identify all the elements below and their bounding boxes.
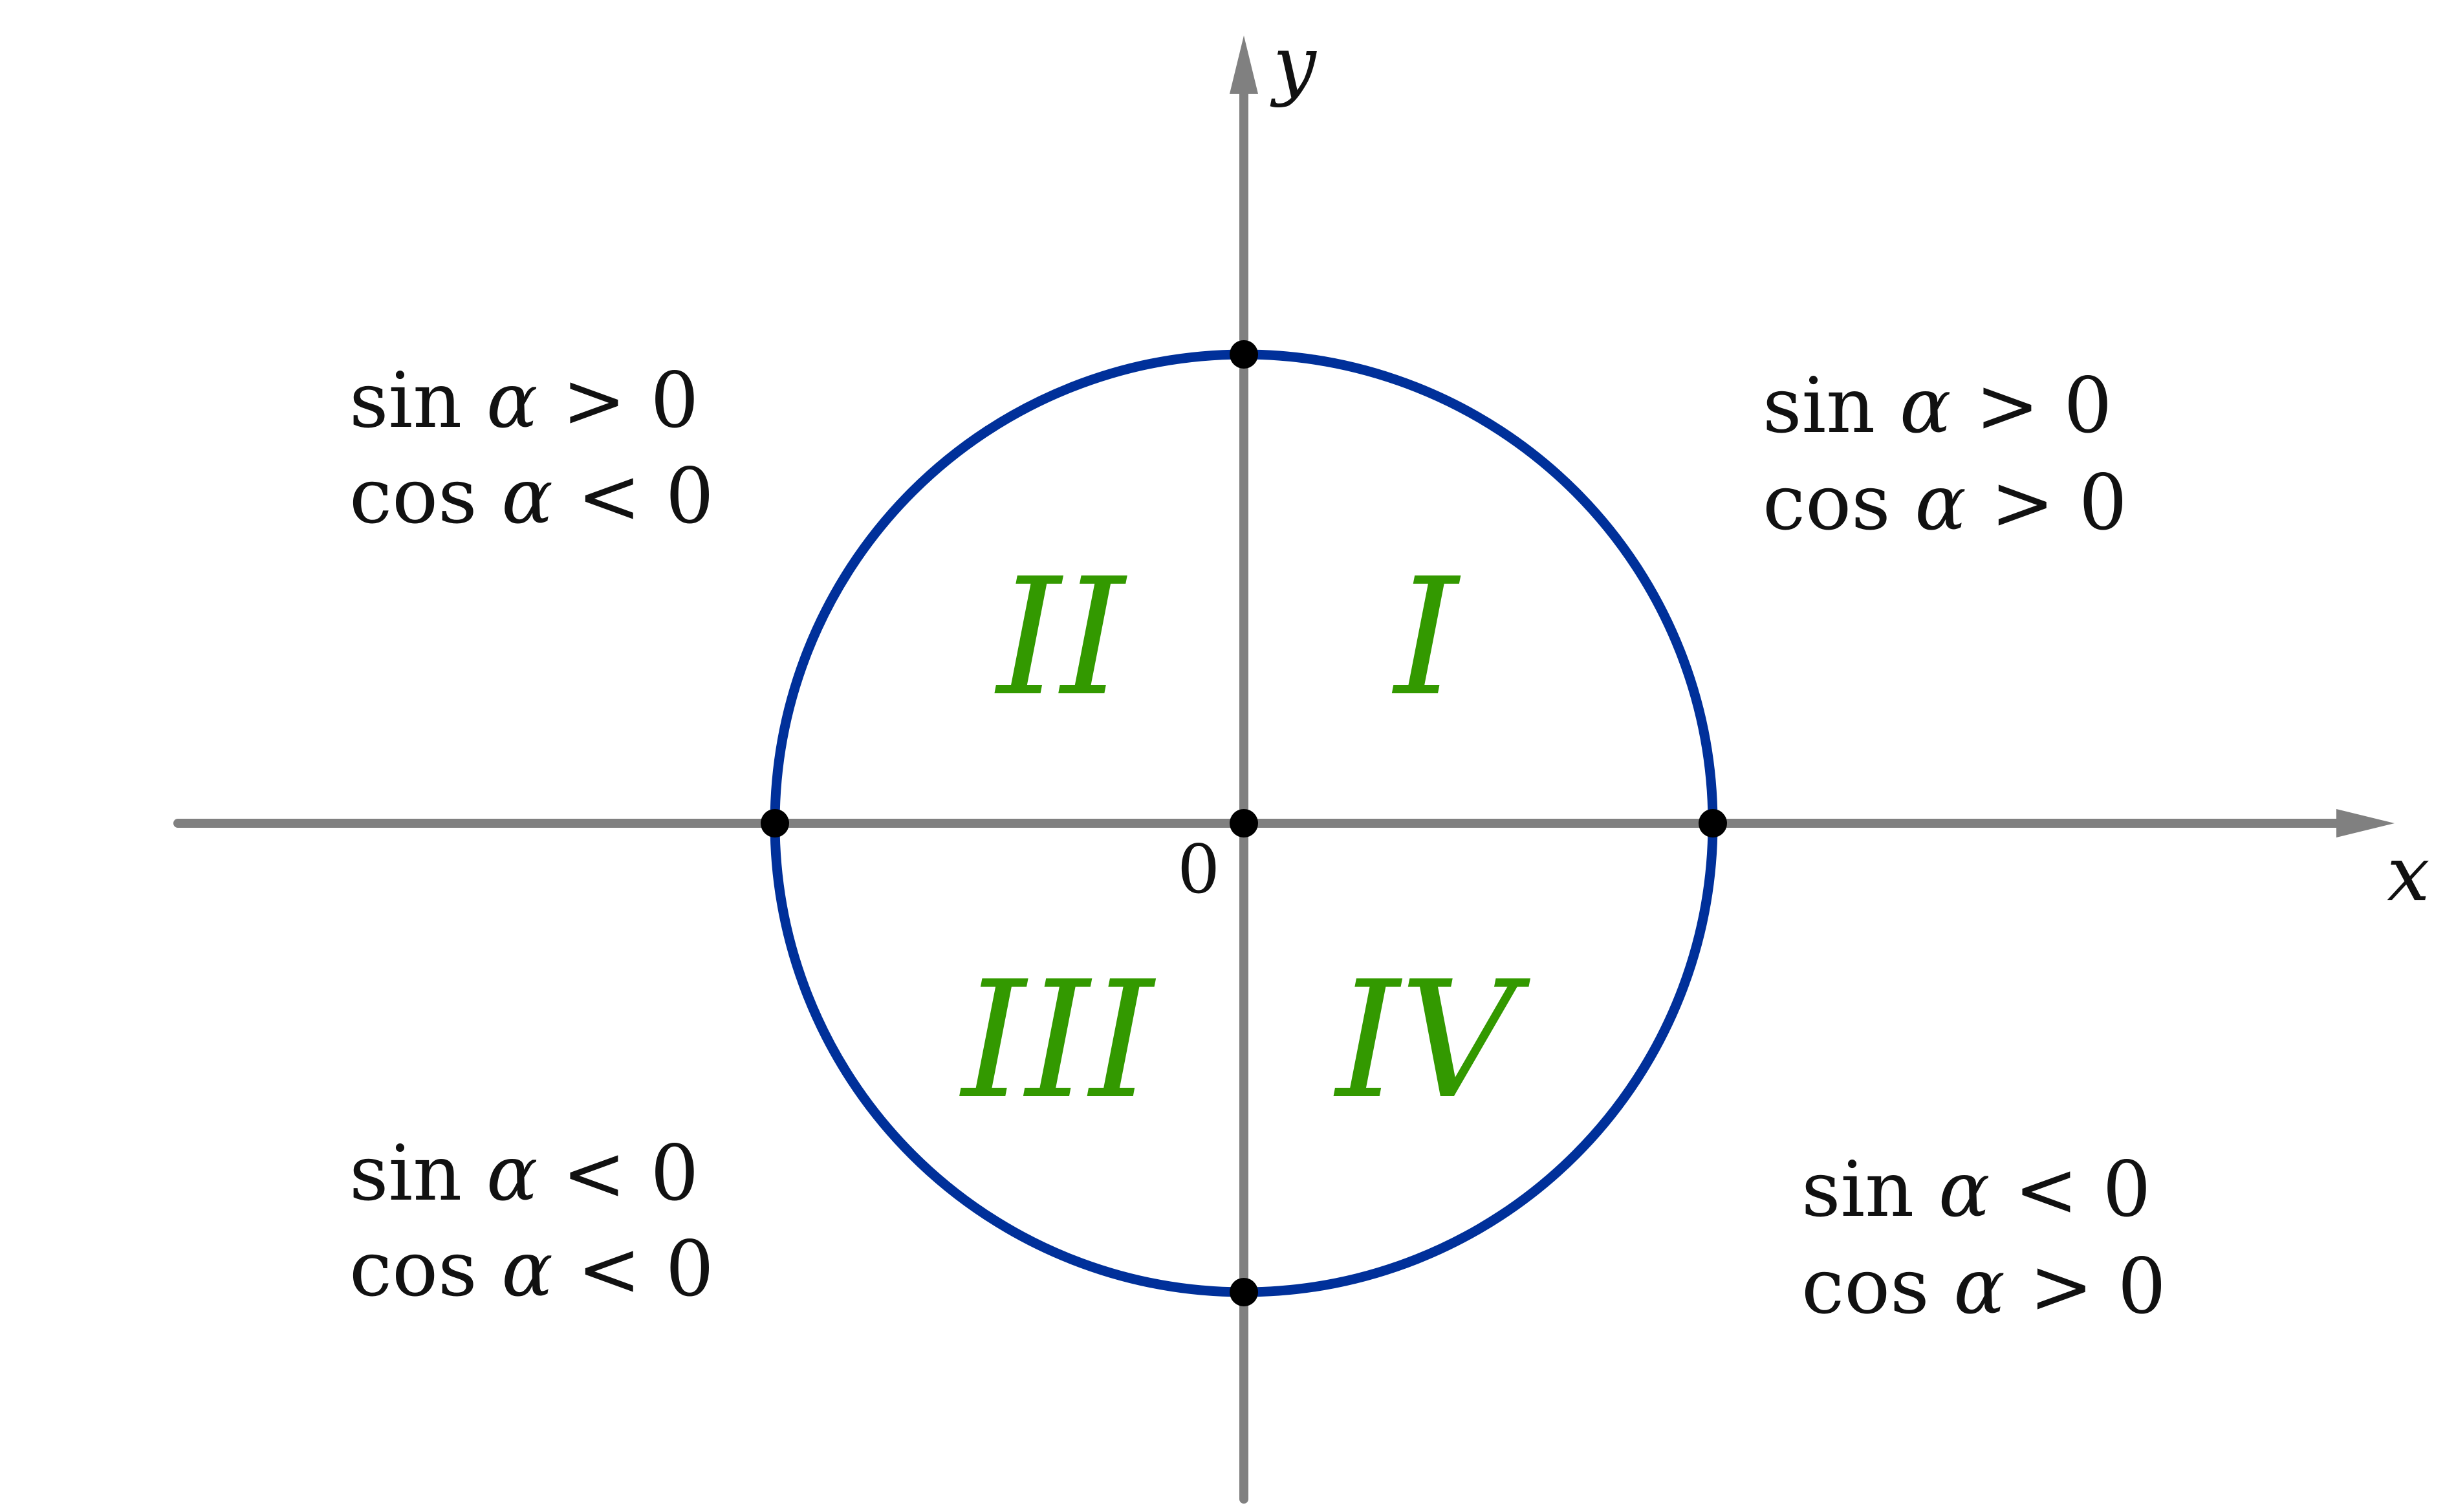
- point-positive-x: [1699, 809, 1727, 837]
- quadrant-i-cos-condition: cos α > 0: [1763, 458, 2127, 547]
- point-positive-y: [1230, 340, 1258, 369]
- quadrant-ii-cos-condition: cos α < 0: [349, 451, 714, 541]
- quadrant-label-iv: IV: [1333, 946, 1530, 1134]
- x-axis-label: x: [2387, 829, 2430, 918]
- point-negative-x: [761, 809, 789, 837]
- point-negative-y: [1230, 1278, 1258, 1306]
- quadrant-label-iii: III: [959, 946, 1157, 1134]
- quadrant-label-ii: II: [994, 543, 1127, 731]
- quadrant-iii-sin-condition: sin α < 0: [349, 1129, 699, 1218]
- y-axis: [1230, 36, 1258, 1504]
- quadrant-iv-cos-condition: cos α > 0: [1801, 1242, 2166, 1331]
- quadrant-iv-sin-condition: sin α < 0: [1801, 1145, 2151, 1234]
- quadrant-label-i: I: [1392, 543, 1461, 731]
- y-axis-label: y: [1270, 19, 1317, 109]
- quadrant-ii-sin-condition: sin α > 0: [349, 356, 699, 445]
- quadrant-i-sin-condition: sin α > 0: [1763, 361, 2112, 450]
- y-axis-arrowhead: [1230, 36, 1258, 94]
- x-axis-arrowhead: [2336, 809, 2395, 837]
- quadrant-iii-cos-condition: cos α < 0: [349, 1224, 714, 1313]
- x-axis: [173, 809, 2395, 837]
- origin-label: 0: [1177, 830, 1220, 909]
- origin-point: [1230, 809, 1258, 837]
